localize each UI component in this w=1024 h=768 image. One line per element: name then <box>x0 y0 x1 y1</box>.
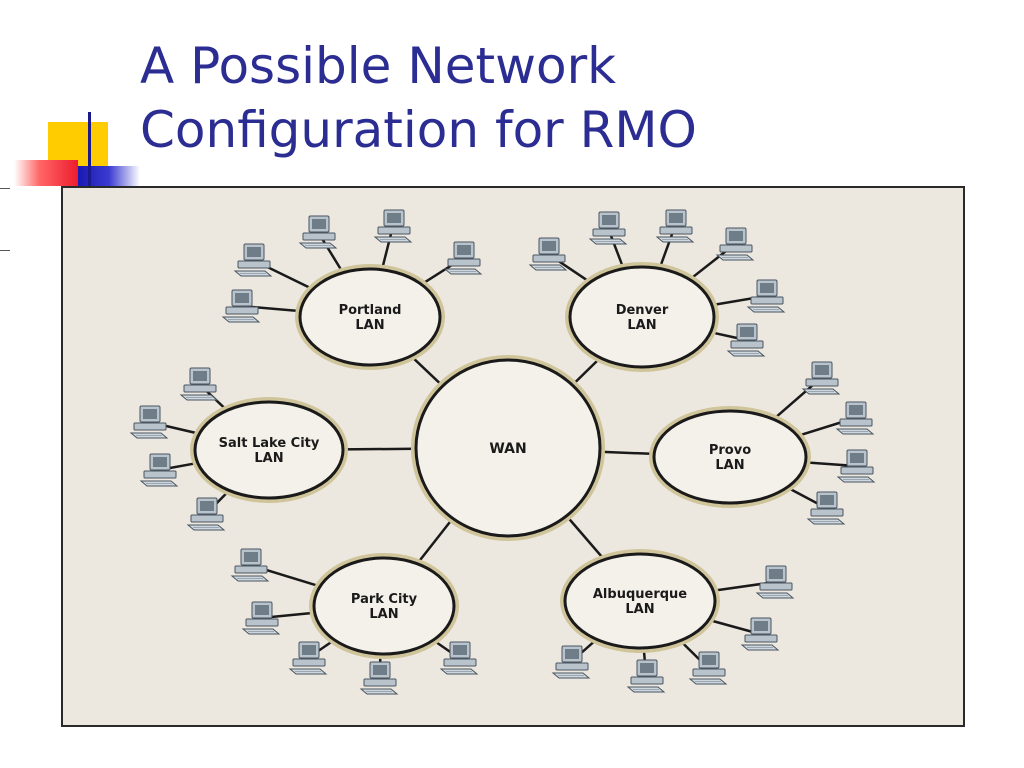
wan-link-denver <box>571 356 602 386</box>
computer-icon <box>221 289 261 323</box>
lan-name-denver: Denver <box>616 303 669 318</box>
slide-title-line2: Configuration for RMO <box>140 101 697 159</box>
computer-icon <box>129 405 169 439</box>
lan-name-albuquerque: Albuquerque <box>593 587 687 602</box>
decor-blue-bar <box>78 166 140 186</box>
wan-node: WAN <box>411 355 605 541</box>
lan-type-denver: LAN <box>627 318 656 333</box>
computer-icon <box>726 323 766 357</box>
computer-icon <box>688 651 728 685</box>
computer-icon <box>835 401 875 435</box>
lan-type-portland: LAN <box>355 318 384 333</box>
lan-name-park-city: Park City <box>351 592 418 607</box>
computer-icon <box>740 617 780 651</box>
computers <box>129 209 876 695</box>
slide-title: A Possible Network Configuration for RMO <box>140 34 1000 162</box>
lan-type-provo: LAN <box>715 458 744 473</box>
computer-icon <box>439 641 479 675</box>
lan-nodes: WANPortlandLANDenverLANProvoLANAlbuquerq… <box>190 262 811 659</box>
wan-link-portland <box>410 355 444 387</box>
lan-name-salt-lake: Salt Lake City <box>219 436 320 451</box>
computer-icon <box>241 601 281 635</box>
lan-name-provo: Provo <box>709 443 751 458</box>
lan-name-portland: Portland <box>339 303 402 318</box>
lan-type-salt-lake: LAN <box>254 451 283 466</box>
computer-icon <box>588 211 628 245</box>
decor-tick-line <box>0 250 10 251</box>
computer-icon <box>179 367 219 401</box>
decor-vertical-line <box>88 112 91 188</box>
wan-label: WAN <box>489 441 526 457</box>
computer-icon <box>186 497 226 531</box>
computer-icon <box>801 361 841 395</box>
wan-link-salt-lake <box>342 447 417 451</box>
computer-icon <box>288 641 328 675</box>
computer-icon <box>373 209 413 243</box>
computer-icon <box>655 209 695 243</box>
computer-icon <box>836 449 876 483</box>
computer-icon <box>528 237 568 271</box>
computer-icon <box>755 565 795 599</box>
computer-icon <box>298 215 338 249</box>
computer-icon <box>746 279 786 313</box>
decor-tick-line <box>0 188 10 189</box>
wan-link-albuquerque <box>565 515 606 561</box>
computer-icon <box>806 491 846 525</box>
computer-icon <box>230 548 270 582</box>
computer-icon <box>139 453 179 487</box>
wan-link-park-city <box>416 517 454 565</box>
wan-link-provo <box>599 450 655 456</box>
computer-icon <box>715 227 755 261</box>
lan-type-albuquerque: LAN <box>625 602 654 617</box>
decor-red-bar <box>14 160 78 186</box>
computer-icon <box>443 241 483 275</box>
computer-icon <box>551 645 591 679</box>
computer-icon <box>233 243 273 277</box>
network-diagram-svg: WANPortlandLANDenverLANProvoLANAlbuquerq… <box>129 209 876 695</box>
computer-icon <box>359 661 399 695</box>
slide-title-line1: A Possible Network <box>140 37 617 95</box>
lan-type-park-city: LAN <box>369 607 398 622</box>
computer-icon <box>626 659 666 693</box>
